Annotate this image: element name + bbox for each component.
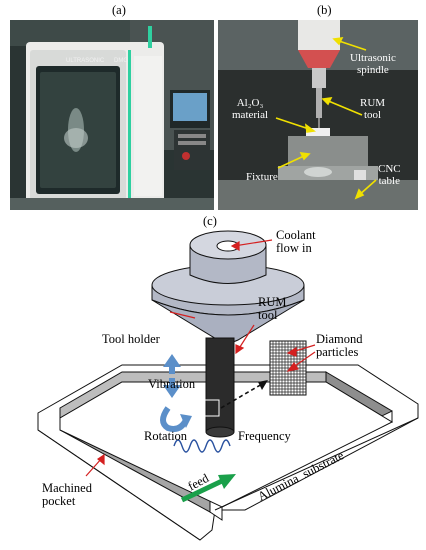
tool-holder xyxy=(151,230,305,343)
photo-rum-setup: Ultrasonic spindle Al₂O₃ material RUM to… xyxy=(218,20,418,210)
label-arrows xyxy=(85,239,316,477)
frequency-wave xyxy=(173,439,231,453)
label-cnc-table: CNC table xyxy=(378,163,401,187)
label-diamond-particles: Diamond particles xyxy=(316,332,363,360)
machine-model-text: DMG xyxy=(114,58,128,64)
machine-brand-text: ULTRASONIC xyxy=(66,58,105,64)
rotation-arrow xyxy=(160,406,192,432)
panel-label-a: (a) xyxy=(112,3,126,17)
label-coolant-flow: Coolant flow in xyxy=(276,228,316,256)
label-machined-pocket: Machined pocket xyxy=(42,481,92,509)
label-ultrasonic-spindle: Ultrasonic spindle xyxy=(350,52,396,76)
label-rum-tool: RUM tool xyxy=(258,295,287,323)
label-rotation: Rotation xyxy=(144,429,188,443)
panel-label-b: (b) xyxy=(317,3,332,17)
label-fixture: Fixture xyxy=(246,171,278,183)
vibration-arrow xyxy=(163,354,181,398)
label-al2o3-material: Al₂O₃ material xyxy=(232,97,269,121)
zoom-arrow xyxy=(220,380,268,409)
label-tool-holder: Tool holder xyxy=(102,332,160,346)
label-frequency: Frequency xyxy=(238,429,291,443)
label-rum-tool-photo: RUM tool xyxy=(360,97,386,121)
rum-tool-shaft xyxy=(204,337,235,438)
label-vibration: Vibration xyxy=(148,377,196,391)
photo-machine: ULTRASONIC DMG xyxy=(10,20,214,210)
feed-arrow xyxy=(180,474,236,503)
panel-label-c: (c) xyxy=(203,214,217,228)
